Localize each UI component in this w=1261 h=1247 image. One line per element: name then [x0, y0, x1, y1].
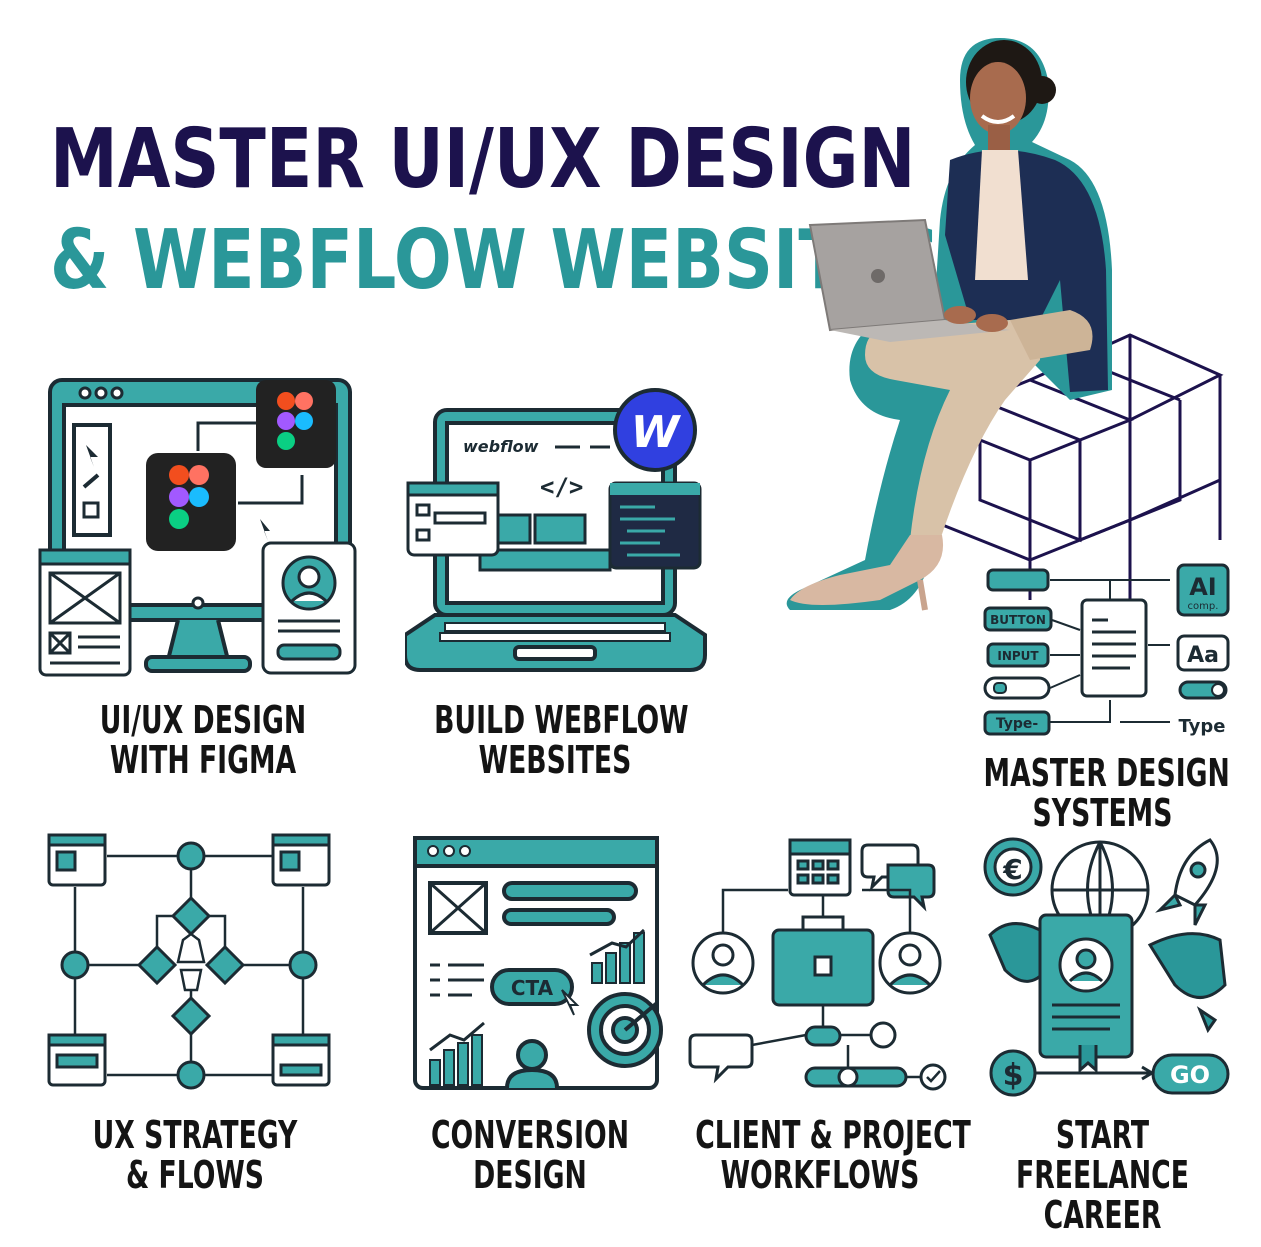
woman-figure	[786, 38, 1112, 611]
desktop-figma-icon	[38, 378, 357, 677]
woman-with-laptop-illustration	[786, 38, 1224, 620]
caption-design-systems: MASTER DESIGN SYSTEMS	[983, 751, 1230, 835]
freelance-rocket-icon: € $ GO	[983, 837, 1230, 1097]
headline-line-1: MASTER UI/UX DESIGN	[50, 112, 916, 207]
svg-text:comp.: comp.	[1188, 601, 1219, 612]
design-system-diagram-icon: BUTTON INPUT Type- AI comp. Aa Type	[983, 563, 1230, 737]
webflow-wordmark: webflow	[463, 437, 539, 456]
laptop-webflow-icon: webflow </> W	[405, 388, 707, 672]
svg-text:Aa: Aa	[1187, 643, 1219, 668]
euro-icon: €	[1002, 853, 1022, 886]
laptop	[808, 218, 1010, 342]
caption-ux-strategy: UX STRATEGY & FLOWS	[92, 1113, 298, 1197]
briefcase-workflow-icon	[688, 838, 947, 1091]
caption-webflow: BUILD WEBFLOW WEBSITES	[434, 698, 689, 782]
code-tag: </>	[540, 473, 583, 501]
caption-figma: UI/UX DESIGN WITH FIGMA	[99, 698, 307, 782]
svg-text:INPUT: INPUT	[997, 649, 1039, 663]
conversion-target-icon: CTA	[413, 836, 663, 1090]
headline-line-2: & WEBFLOW WEBSITES	[50, 213, 941, 308]
cta-button: CTA	[511, 976, 554, 1000]
go-label: GO	[1170, 1061, 1210, 1089]
caption-freelance: START FREELANCE CAREER	[1016, 1113, 1189, 1237]
figma-logo-small	[256, 380, 336, 468]
svg-text:Type-: Type-	[996, 716, 1039, 732]
svg-text:Type: Type	[1179, 716, 1226, 737]
caption-conversion: CONVERSION DESIGN	[430, 1113, 630, 1197]
webflow-badge: W	[631, 407, 682, 458]
svg-text:BUTTON: BUTTON	[990, 613, 1046, 627]
dollar-icon: $	[1003, 1058, 1024, 1093]
caption-client-workflows: CLIENT & PROJECT WORKFLOWS	[695, 1113, 971, 1197]
wireframe-cubes	[925, 333, 1224, 620]
svg-text:AI: AI	[1189, 573, 1217, 601]
flowchart-icon	[47, 833, 331, 1090]
figma-logo-large	[146, 453, 236, 551]
